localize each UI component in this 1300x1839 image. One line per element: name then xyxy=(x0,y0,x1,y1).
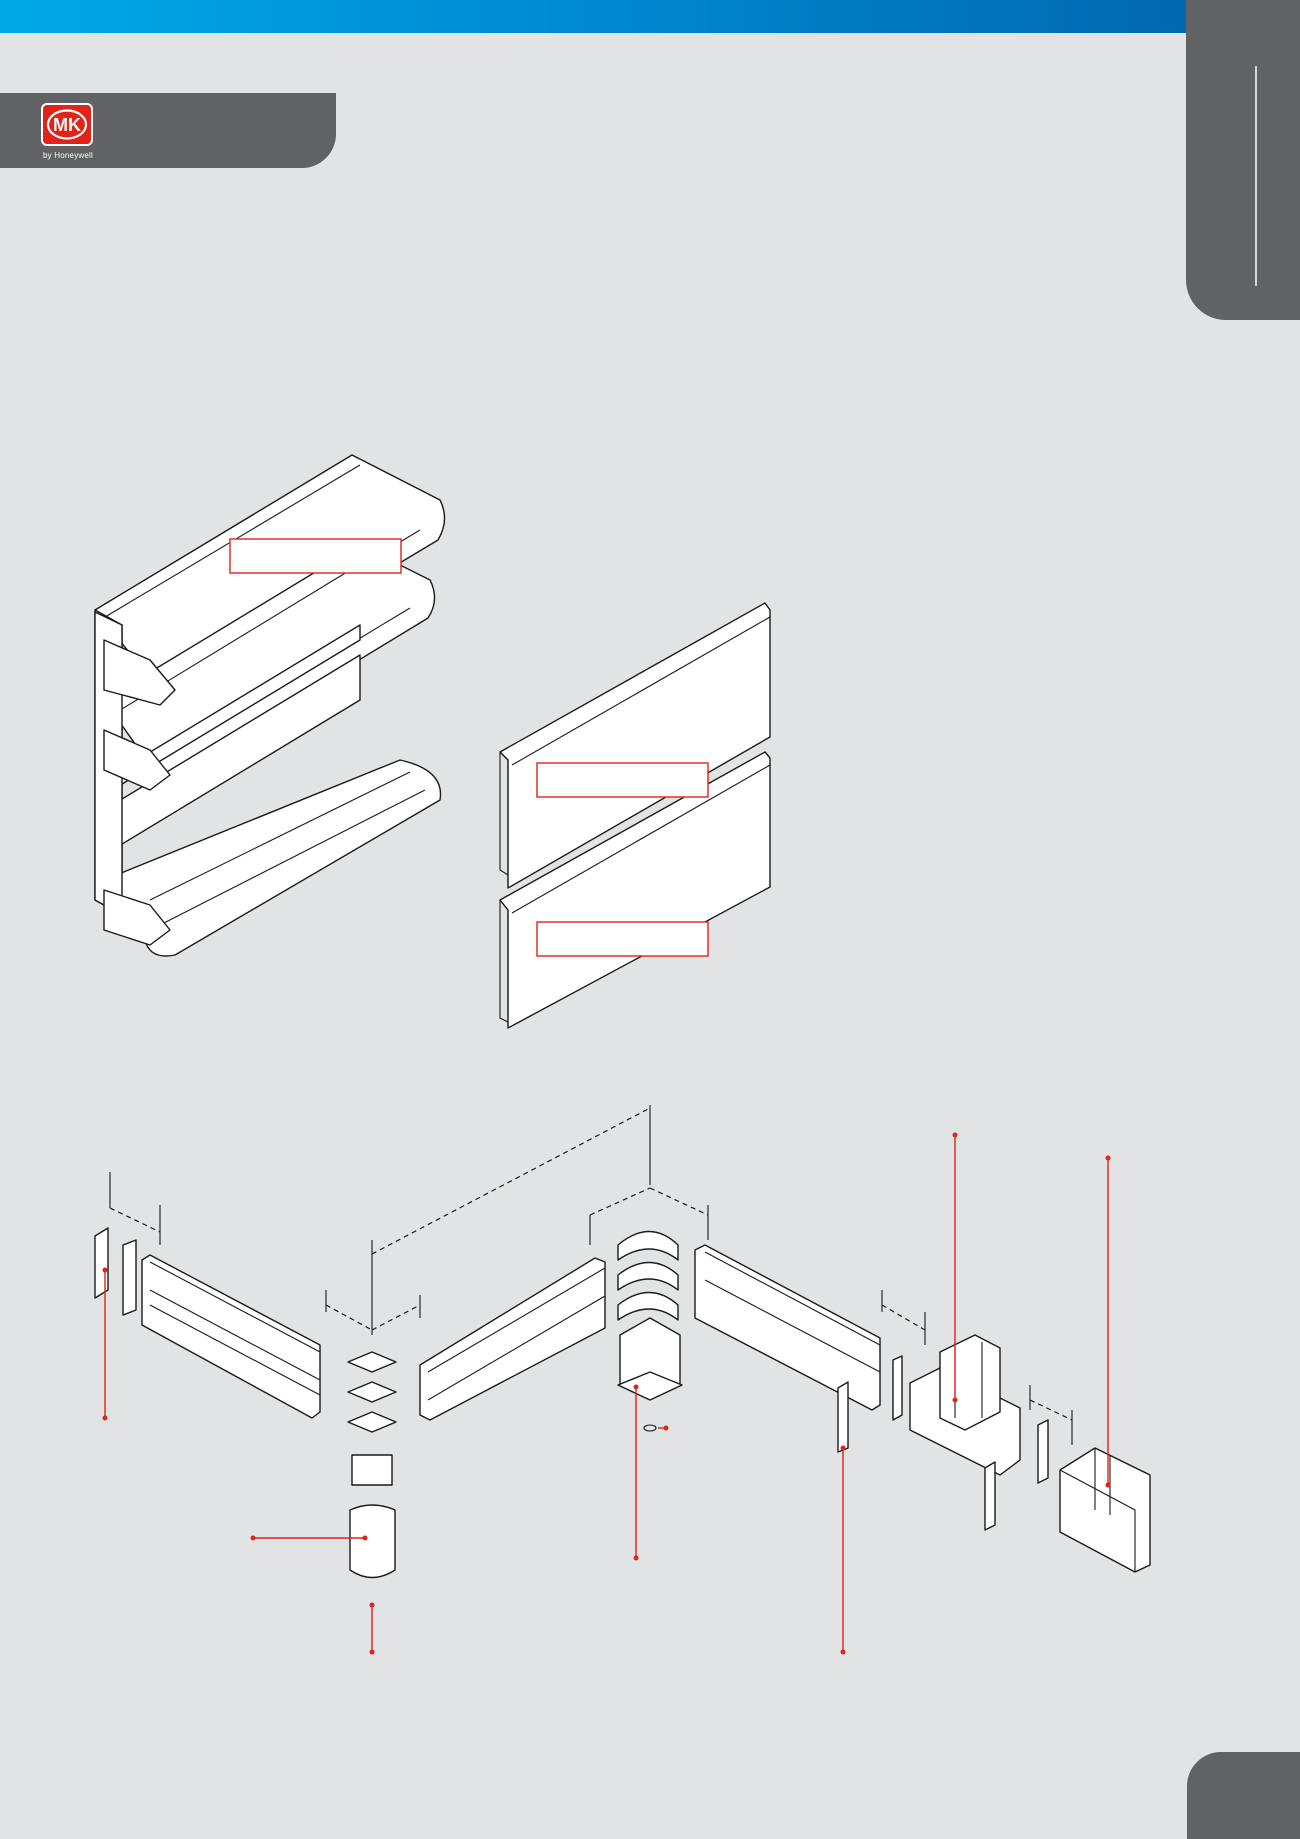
trunking-covers-illustration xyxy=(499,602,771,1029)
trunking-profile-illustration xyxy=(94,454,446,957)
section-side-tab xyxy=(1186,0,1300,320)
logo-tagline: by Honeywell xyxy=(43,151,93,160)
logo-band: MK by Honeywell xyxy=(0,93,336,168)
logo-text: MK xyxy=(53,115,81,135)
page-number-tab xyxy=(1187,1752,1300,1839)
side-tab-divider xyxy=(1255,66,1257,286)
cover-lower-label-box xyxy=(536,921,709,957)
mk-logo-icon: MK xyxy=(41,103,93,146)
cover-upper-label-box xyxy=(536,762,709,798)
profile-label-box xyxy=(229,538,402,574)
callout-leaders xyxy=(102,1132,1111,1655)
trunking-system-exploded-illustration xyxy=(94,1105,1151,1579)
header-gradient-bar xyxy=(0,0,1186,33)
